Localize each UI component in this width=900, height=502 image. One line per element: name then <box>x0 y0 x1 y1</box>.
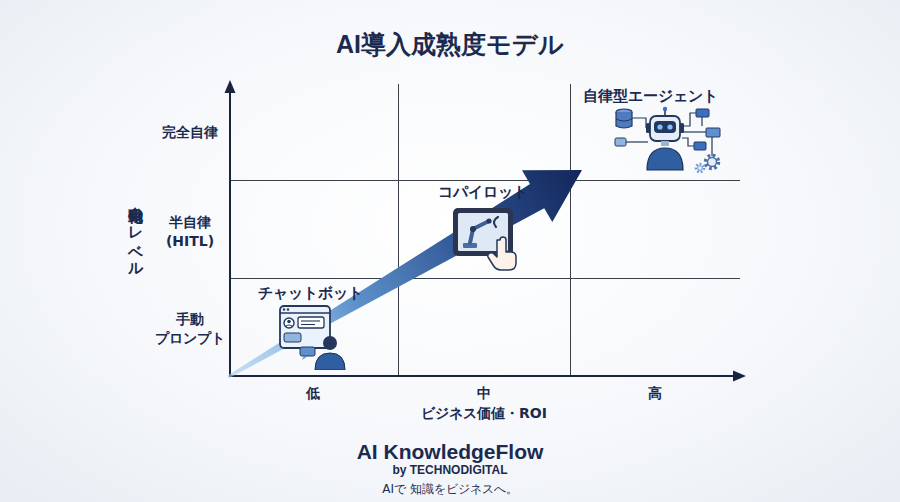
x-axis-level-label: 低 <box>306 384 320 403</box>
agent-icon <box>698 166 703 171</box>
stage-node: チャットボット <box>228 282 365 377</box>
axis-line <box>229 375 736 377</box>
agent-icon <box>646 123 650 133</box>
agent-icon <box>612 104 724 176</box>
chatbot-icon <box>284 318 294 328</box>
agent-icon <box>654 121 676 133</box>
x-axis-level-label: 高 <box>648 384 662 403</box>
axis-line <box>733 371 746 382</box>
axis-line <box>225 80 236 93</box>
y-axis-level-label: 完全自律 <box>162 123 218 142</box>
agent-icon <box>615 138 626 146</box>
x-axis-title: ビジネス価値・ROI <box>421 404 547 423</box>
agent-icon <box>694 142 706 150</box>
chatbot-icon <box>287 308 289 310</box>
chatbot-icon <box>302 356 308 360</box>
chatbot-icon <box>300 347 315 356</box>
stage-label: コパイロット <box>393 182 573 202</box>
copilot-icon <box>486 218 491 223</box>
agent-icon <box>696 109 709 117</box>
chatbot-icon <box>286 325 293 327</box>
chatbot-icon <box>323 336 337 350</box>
copilot-icon <box>488 237 516 270</box>
agent-icon <box>682 131 706 132</box>
agent-icon <box>696 164 704 172</box>
agent-icon <box>657 124 662 129</box>
y-axis-level-label: 半自律 (HITL) <box>161 213 219 251</box>
agent-icon <box>632 118 646 128</box>
agent-icon <box>616 119 632 121</box>
agent-icon <box>706 128 720 137</box>
agent-icon <box>708 158 717 167</box>
agent-icon <box>682 113 696 126</box>
agent-icon <box>661 141 669 146</box>
maturity-arrow <box>227 170 582 378</box>
agent-icon <box>711 135 712 156</box>
stage-label: チャットボット <box>220 283 400 303</box>
chatbot-icon <box>301 324 315 325</box>
copilot-icon <box>494 217 498 227</box>
agent-icon <box>667 124 672 129</box>
chatbot-icon <box>287 320 291 324</box>
copilot-icon <box>470 226 476 232</box>
agent-icon <box>706 156 719 169</box>
grid-line <box>230 84 740 375</box>
diagram-title: AI導入成熟度モデル <box>0 28 900 61</box>
x-axis-level-label: 中 <box>477 384 491 403</box>
chatbot-icon <box>315 353 345 370</box>
brand-byline: by TECHNODIGITAL <box>392 462 507 478</box>
agent-icon <box>647 148 683 170</box>
agent-icon <box>626 141 648 142</box>
chatbot-icon <box>278 304 348 370</box>
grid-line <box>570 84 571 375</box>
stage-node: コパイロット <box>430 180 540 272</box>
agent-icon <box>616 112 632 128</box>
axis-line <box>229 90 231 376</box>
agent-icon <box>680 123 684 133</box>
chatbot-icon <box>301 320 320 321</box>
y-axis-level-label: 手動 プロンプト <box>151 310 229 348</box>
chatbot-icon <box>284 333 301 342</box>
chatbot-icon <box>280 312 330 314</box>
stage-label: 自律型エージェント <box>560 86 740 106</box>
copilot-icon <box>450 205 522 273</box>
copilot-icon <box>470 221 489 243</box>
axis-line <box>225 80 747 382</box>
grid-line <box>230 180 740 181</box>
stage-node: 自律型エージェント <box>582 83 722 175</box>
agent-icon <box>682 138 694 146</box>
chatbot-icon <box>298 317 324 328</box>
grid-line <box>398 84 399 375</box>
chatbot-icon <box>280 306 330 348</box>
brand-name: AI KnowledgeFlow <box>357 438 544 466</box>
agent-icon <box>663 107 667 111</box>
chatbot-icon <box>283 308 285 310</box>
grid-line <box>230 278 740 279</box>
y-axis-title: 自動化のレベル <box>126 195 146 270</box>
agent-icon <box>650 116 680 141</box>
brand-tagline: AIで 知識をビジネスへ。 <box>382 481 518 497</box>
